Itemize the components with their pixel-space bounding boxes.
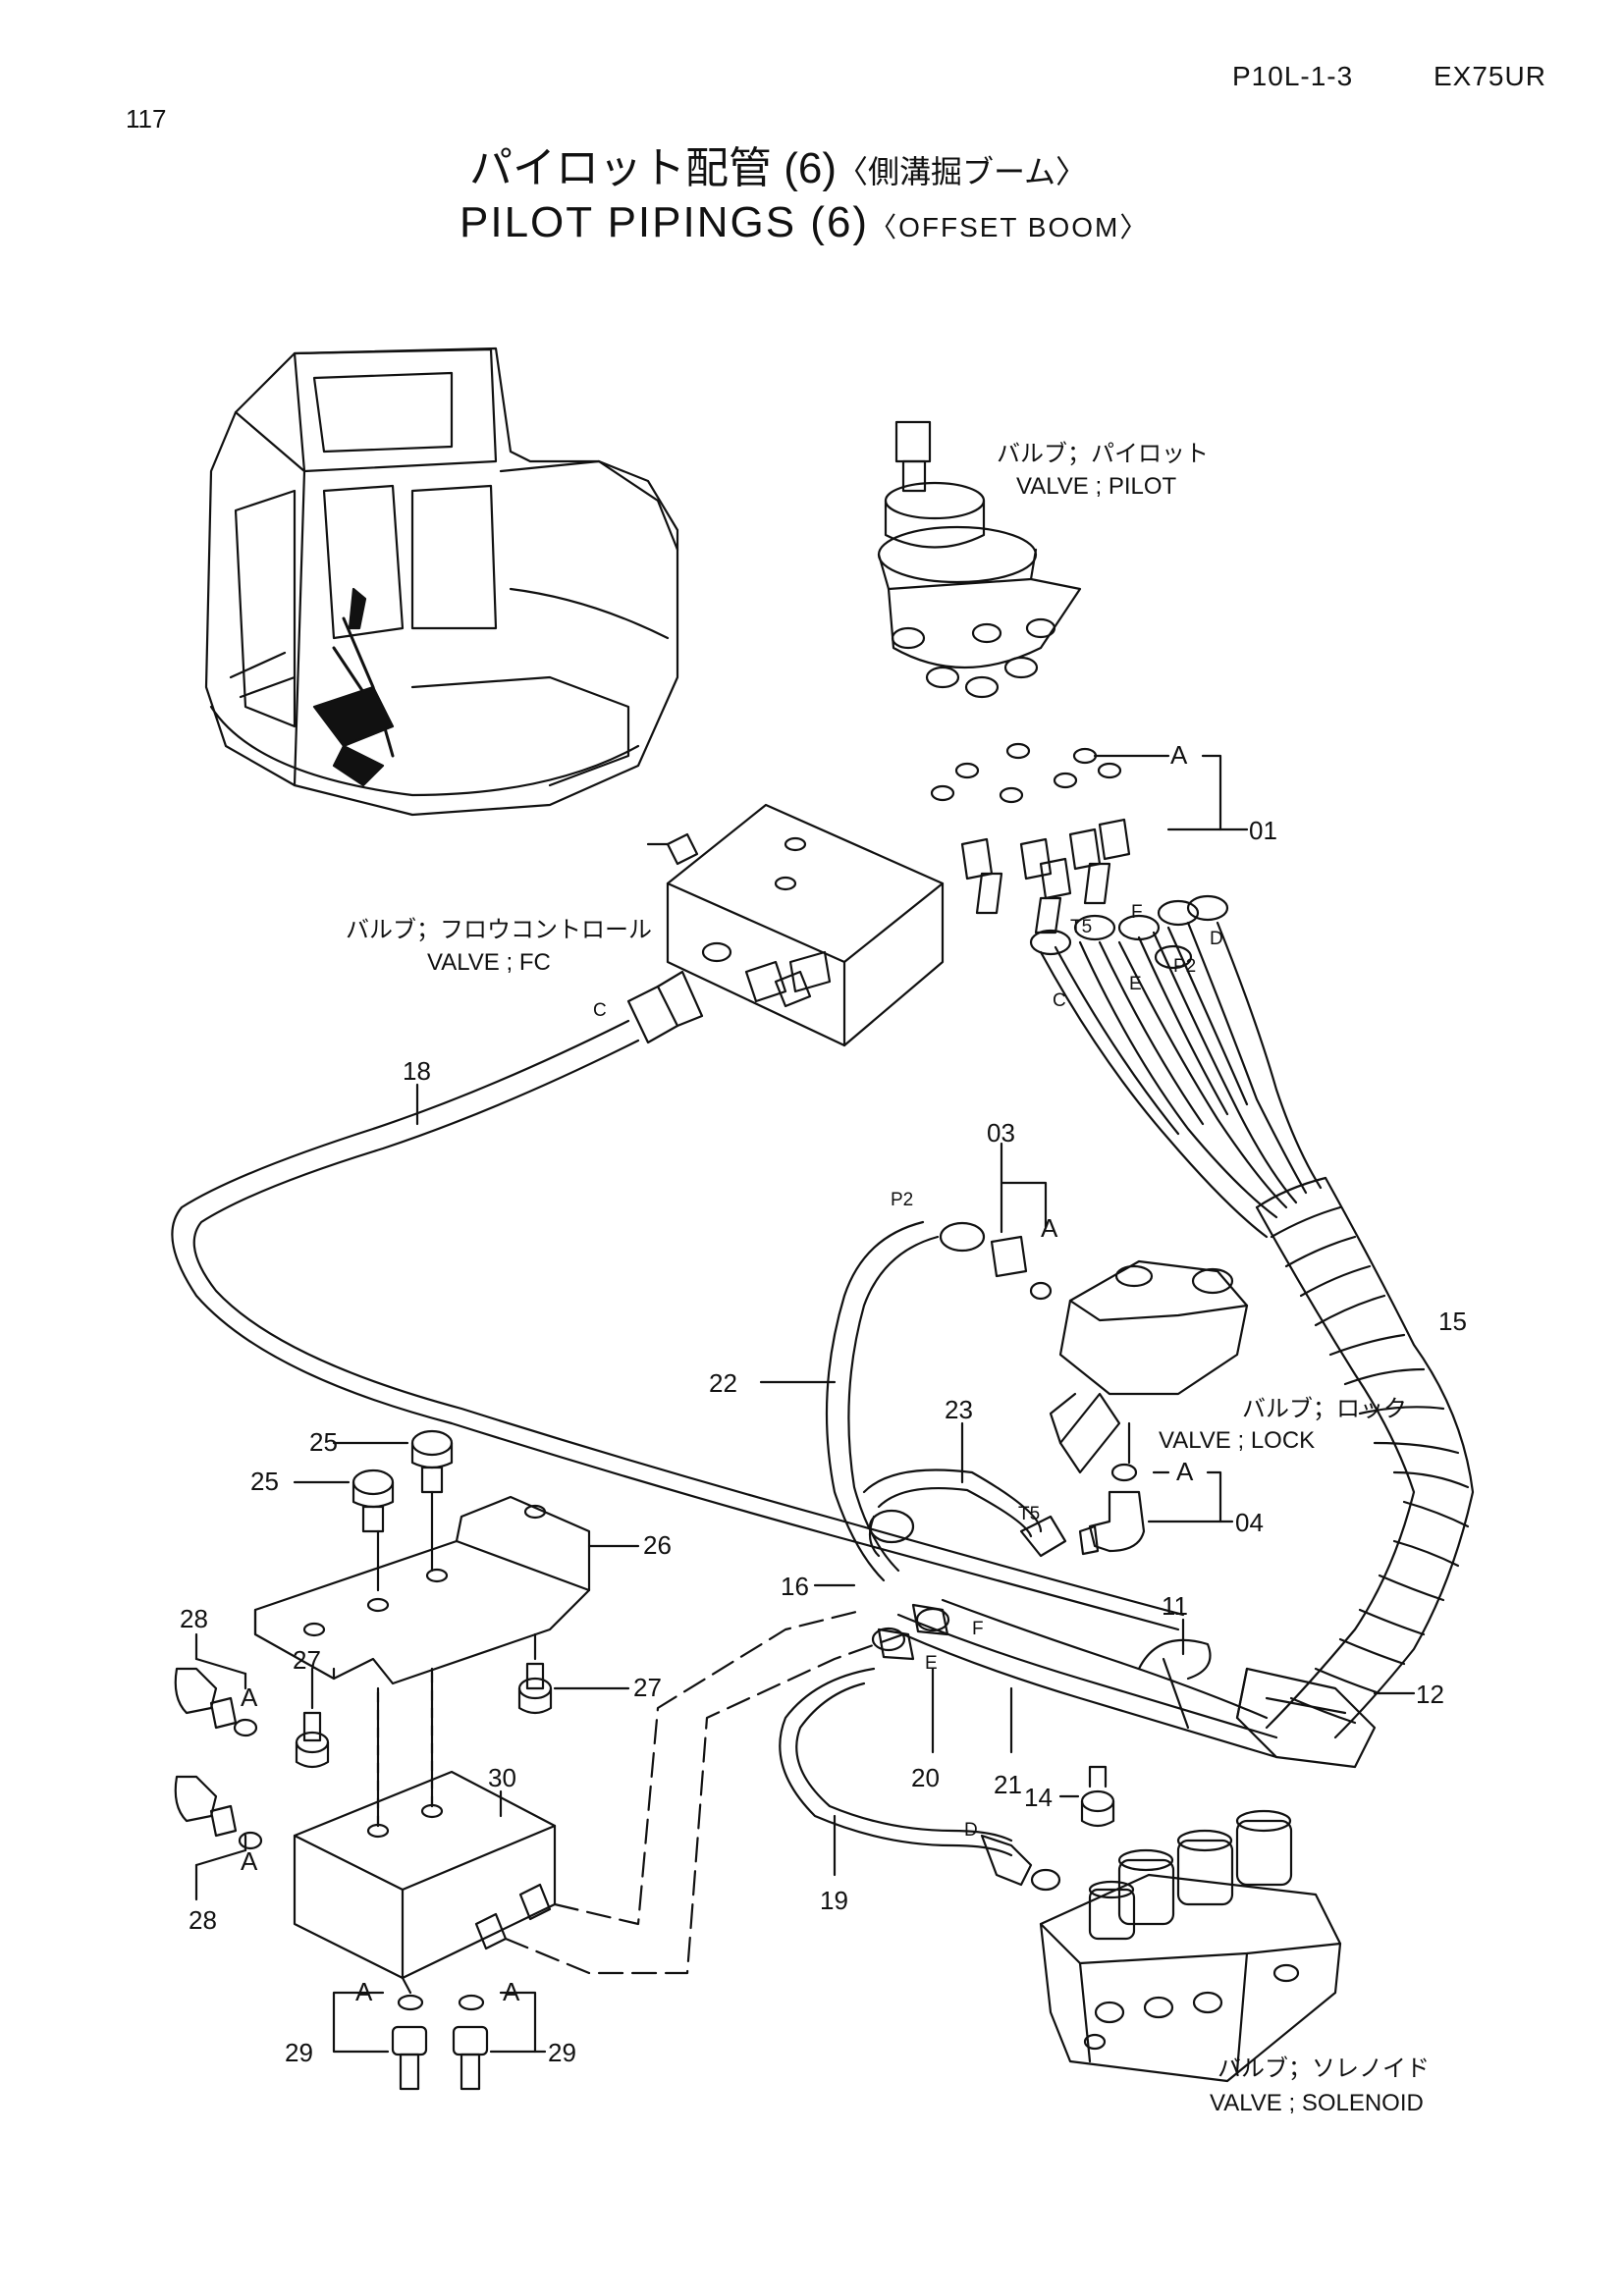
- excavator-overview: [204, 347, 679, 817]
- part-04: 04: [1235, 1508, 1264, 1537]
- port-a-29-right: A: [503, 1977, 520, 2006]
- hose-18: [171, 970, 1185, 1631]
- port-a-28-lower: A: [241, 1846, 258, 1876]
- page-code: P10L-1-3: [1232, 61, 1354, 91]
- port-a-29-left: A: [355, 1977, 373, 2006]
- part-23: 23: [945, 1395, 973, 1424]
- model-code: EX75UR: [1434, 61, 1546, 91]
- title-english: PILOT PIPINGS (6)〈OFFSET BOOM〉: [460, 201, 1149, 244]
- port-f-hose: F: [972, 1619, 984, 1639]
- valve-fc-en: VALVE ; FC: [427, 949, 551, 976]
- bolts-25: [352, 1429, 454, 1533]
- elbows-28: [174, 1667, 263, 1850]
- part-12: 12: [1416, 1680, 1444, 1709]
- pilot-valve: [877, 420, 1082, 699]
- part-14: 14: [1024, 1783, 1053, 1812]
- fittings-03: [939, 1142, 1053, 1301]
- block-30: [293, 1770, 557, 1980]
- port-f-bundle: F: [1131, 902, 1143, 923]
- port-c-bundle: C: [1053, 990, 1066, 1011]
- hose-bundle: [1039, 921, 1323, 1239]
- bracket-26: [253, 1495, 591, 1685]
- spiral-protector-15: [1255, 1176, 1475, 1739]
- lock-valve: [1049, 1259, 1249, 1474]
- hose-19: [779, 1667, 1061, 1892]
- pilot-fittings: [960, 818, 1131, 934]
- valve-solenoid-en: VALVE ; SOLENOID: [1210, 2090, 1424, 2116]
- hoses-20-21: [871, 1598, 1278, 1759]
- port-p2-lock: P2: [891, 1190, 913, 1210]
- hose-22: [825, 1220, 940, 1582]
- part-22: 22: [709, 1368, 737, 1398]
- valve-lock-ja: バルブ；ロック: [1242, 1396, 1407, 1422]
- part-27-left: 27: [293, 1645, 321, 1675]
- part-29-left: 29: [285, 2038, 313, 2067]
- port-c-fc: C: [593, 1000, 607, 1021]
- bolt-14: [1080, 1765, 1115, 1828]
- part-30: 30: [488, 1763, 516, 1792]
- part-20: 20: [911, 1763, 940, 1792]
- part-16: 16: [781, 1572, 809, 1601]
- bundle-fittings: [1029, 894, 1229, 970]
- fc-valve: [646, 803, 945, 1047]
- bolts-27: [295, 1662, 553, 1769]
- part-25-lower: 25: [250, 1467, 279, 1496]
- valve-pilot-en: VALVE ; PILOT: [1016, 473, 1177, 500]
- clamp-11: [1137, 1638, 1212, 1730]
- valve-fc-ja: バルブ；フロウコントロール: [346, 917, 652, 943]
- valve-pilot-ja: バルブ；パイロット: [997, 441, 1209, 467]
- solenoid-valve: [1039, 1809, 1342, 2083]
- port-p2-bundle: P2: [1173, 956, 1196, 977]
- port-letter-labels: A A A A A A A C C D D E E F F T5 T5 P2 P…: [241, 740, 1223, 2006]
- part-01: 01: [1249, 816, 1277, 845]
- title-english-sub: 〈OFFSET BOOM〉: [869, 212, 1150, 242]
- part-27-right: 27: [633, 1673, 662, 1702]
- o-rings-01: [930, 742, 1122, 804]
- port-d-bundle: D: [1210, 929, 1223, 949]
- title-english-main: PILOT PIPINGS (6): [460, 198, 870, 246]
- title-japanese: パイロット配管 (6)〈側溝掘ブーム〉: [469, 147, 1087, 190]
- part-03: 03: [987, 1118, 1015, 1148]
- elbow-04: [1078, 1463, 1146, 1556]
- valve-solenoid-ja: バルブ；ソレノイド: [1217, 2056, 1430, 2082]
- part-18: 18: [403, 1056, 431, 1086]
- valve-lock-en: VALVE ; LOCK: [1159, 1427, 1315, 1454]
- clamp-16: [868, 1509, 915, 1558]
- part-28-lower: 28: [189, 1905, 217, 1935]
- title-japanese-main: パイロット配管 (6): [469, 144, 837, 192]
- port-e-bundle: E: [1129, 974, 1142, 994]
- page-number: 117: [126, 104, 167, 133]
- part-number-labels: 01 03 04 11 12 14 15 16 18 19 20 21 22 2…: [180, 816, 1467, 2067]
- port-a-01: A: [1170, 740, 1188, 770]
- port-d-solenoid: D: [964, 1820, 978, 1841]
- part-28-upper: 28: [180, 1604, 208, 1633]
- port-e-hose: E: [925, 1653, 938, 1674]
- port-t5-bundle: T5: [1070, 917, 1092, 937]
- part-19: 19: [820, 1886, 848, 1915]
- clamp-12: [1235, 1667, 1377, 1769]
- part-15: 15: [1438, 1307, 1467, 1336]
- fittings-29: [391, 1994, 489, 2091]
- port-a-04: A: [1176, 1457, 1194, 1486]
- port-t5-lock: T5: [1018, 1504, 1040, 1524]
- port-a-28-upper: A: [241, 1682, 258, 1712]
- part-26: 26: [643, 1530, 672, 1560]
- component-labels: バルブ；パイロット VALVE ; PILOT バルブ；フロウコントロール VA…: [346, 441, 1430, 2116]
- part-11: 11: [1162, 1591, 1188, 1621]
- hose-23: [862, 1468, 1067, 1558]
- port-a-03: A: [1041, 1213, 1058, 1243]
- part-21: 21: [994, 1770, 1022, 1799]
- title-japanese-sub: 〈側溝掘ブーム〉: [837, 154, 1088, 189]
- part-29-right: 29: [548, 2038, 576, 2067]
- dashed-pilot-lines: [504, 1608, 905, 1975]
- part-25-upper: 25: [309, 1427, 338, 1457]
